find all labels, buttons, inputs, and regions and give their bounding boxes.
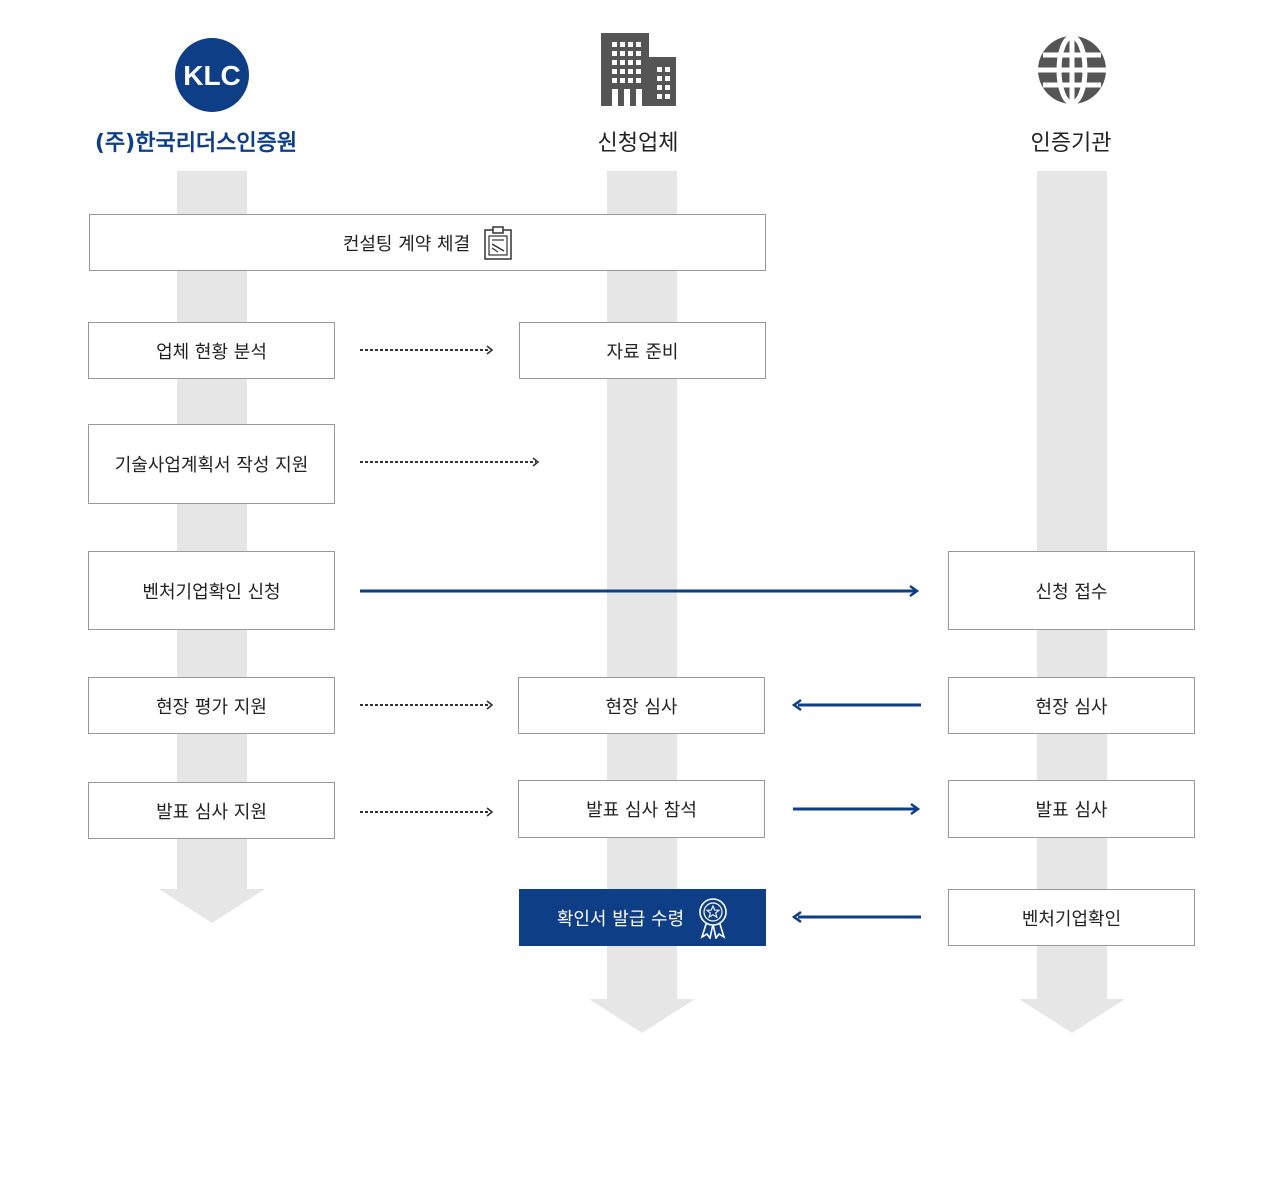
step-receive: 신청 접수 [948,551,1195,630]
step-venture-confirmed: 벤처기업확인 [948,889,1195,946]
lane-arrowhead-applicant [589,999,695,1033]
step-presentation-support: 발표 심사 지원 [88,782,335,839]
step-presentation-attend: 발표 심사 참석 [518,780,765,838]
step-analysis-label: 업체 현황 분석 [156,341,267,363]
step-presentation-review-label: 발표 심사 [1035,800,1108,821]
clipboard-icon [484,225,512,260]
step-receive-certificate-label: 확인서 발급 수령 [556,908,685,930]
step-site-review-certifier: 현장 심사 [948,677,1195,734]
globe-icon [1038,34,1106,106]
solid-arrow-apply-to-receive [360,584,920,598]
solid-arrow-certificate-left [791,910,921,924]
step-presentation-review: 발표 심사 [948,780,1195,838]
step-prepare-docs-label: 자료 준비 [606,341,679,363]
step-presentation-support-label: 발표 심사 지원 [156,801,267,823]
klc-logo: KLC [175,38,249,112]
step-site-support: 현장 평가 지원 [88,677,335,734]
dotted-arrow-business-plan [360,457,540,467]
dotted-arrow-presentation-support [360,807,494,817]
actor-label-applicant: 신청업체 [597,131,679,156]
step-analysis: 업체 현황 분석 [88,322,335,379]
award-ribbon-icon [698,897,728,939]
lane-arrowhead-klc [159,889,265,923]
step-presentation-attend-label: 발표 심사 참석 [586,800,697,821]
building-icon [601,33,676,106]
step-business-plan-label: 기술사업계획서 작성 지원 [114,455,309,476]
step-site-review-certifier-label: 현장 심사 [1035,696,1108,718]
step-business-plan: 기술사업계획서 작성 지원 [88,424,335,504]
step-contract: 컨설팅 계약 체결 [89,214,766,271]
actor-label-klc: (주)한국리더스인증원 [94,131,298,156]
step-site-review-applicant: 현장 심사 [518,677,765,734]
step-prepare-docs: 자료 준비 [519,322,766,379]
dotted-arrow-analysis-to-docs [360,345,494,355]
solid-arrow-presentation-right [793,802,921,816]
step-venture-confirmed-label: 벤처기업확인 [1021,908,1122,930]
lane-bar-klc [177,171,247,890]
actor-label-certifier: 인증기관 [1030,131,1112,156]
step-apply-label: 벤처기업확인 신청 [142,581,281,603]
step-site-support-label: 현장 평가 지원 [156,696,267,718]
step-receive-certificate: 확인서 발급 수령 [519,889,766,946]
klc-logo-text: KLC [183,60,241,91]
step-apply: 벤처기업확인 신청 [88,551,335,630]
step-site-review-applicant-label: 현장 심사 [605,696,678,718]
solid-arrow-site-review-left [791,698,921,712]
lane-arrowhead-certifier [1019,999,1125,1033]
lane-bar-applicant [607,171,677,1000]
step-receive-label: 신청 접수 [1035,581,1108,603]
dotted-arrow-site-support [360,700,494,710]
step-contract-label: 컨설팅 계약 체결 [342,233,471,255]
